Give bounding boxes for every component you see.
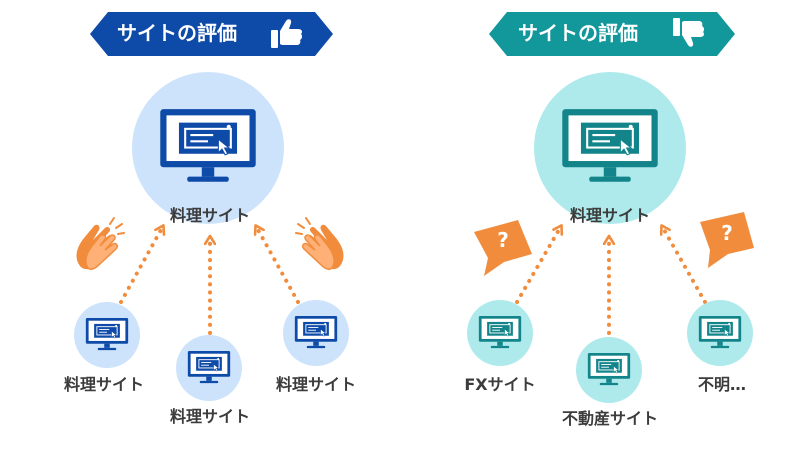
satellite-label: 不動産サイト [561,409,659,428]
satellite-label: 不明… [697,375,747,394]
satellite-label: 料理サイト [169,407,251,426]
arrow-left [119,228,162,304]
center-label-bad: 料理サイト [569,206,651,225]
thumbs-up-icon [271,19,303,48]
thumbs-down-icon [673,18,705,47]
satellite-label: 料理サイト [63,375,145,394]
banner-title-bad: サイトの評価 [518,21,638,45]
clapping-hands-icon [76,217,125,271]
panel-bad [467,12,754,403]
question-mark: ? [721,221,733,245]
banner-title-good: サイトの評価 [117,21,237,45]
satellite-label: FXサイト [464,375,536,394]
question-bubble-icon [700,212,754,268]
center-label-good: 料理サイト [169,206,251,225]
satellite-label: 料理サイト [275,375,357,394]
arrow-right [663,228,707,304]
arrow-left [515,228,560,304]
arrow-right [257,228,300,304]
clapping-hands-icon [295,217,344,271]
question-mark: ? [497,228,509,252]
panel-good [74,12,349,401]
question-bubble-icon [474,220,532,276]
